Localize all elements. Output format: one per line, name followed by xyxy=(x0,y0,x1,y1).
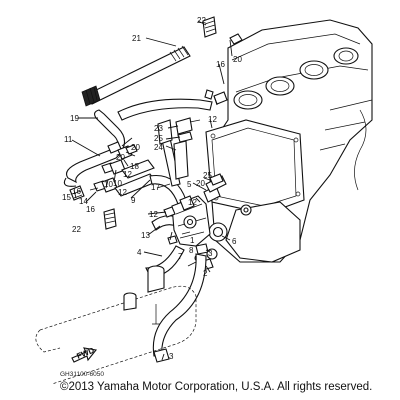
fwd-label: FWD xyxy=(75,346,95,361)
callout-9: 9 xyxy=(131,196,136,205)
callout-25-upper: 25 xyxy=(154,134,163,143)
part-25-clip-upper xyxy=(177,131,193,143)
copyright-notice: ©2013 Yamaha Motor Corporation, U.S.A. A… xyxy=(60,381,373,393)
fwd-arrow-icon: FWD xyxy=(71,346,98,363)
part-19-hose xyxy=(65,109,126,184)
callout-22-upper: 22 xyxy=(197,16,206,25)
callout-5: 5 xyxy=(187,180,192,189)
callout-17: 17 xyxy=(151,183,160,192)
engine-block xyxy=(204,19,373,263)
part-22-clamp-lower xyxy=(103,208,117,230)
part-23-fitting xyxy=(175,117,201,135)
callouts: 1 2 3 3 4 5 6 7 8 9 10 10 11 12 12 12 12… xyxy=(62,16,242,361)
callout-24: 24 xyxy=(154,143,163,152)
callout-20-left-upper: 20 xyxy=(116,153,125,162)
callout-7: 7 xyxy=(178,252,183,261)
callout-1: 1 xyxy=(190,236,195,245)
callout-16-hose: 16 xyxy=(72,187,81,196)
part-24-hose xyxy=(173,140,189,180)
callout-21: 21 xyxy=(132,34,141,43)
part-21-corrugated-hose xyxy=(81,45,191,107)
callout-3-upper: 3 xyxy=(208,249,213,258)
callout-20-engine: 20 xyxy=(233,55,242,64)
callout-12-left: 12 xyxy=(123,170,132,179)
cooling-hose-upper xyxy=(117,98,213,121)
callout-22-lower: 22 xyxy=(72,225,81,234)
callout-25-lower: 25 xyxy=(203,171,212,180)
callout-12-engine: 12 xyxy=(208,115,217,124)
callout-12-mid: 12 xyxy=(118,188,127,197)
drawing-code: GH31100-6050 xyxy=(60,371,104,378)
callout-4: 4 xyxy=(137,248,142,257)
callout-20-left: 20 xyxy=(131,143,140,152)
callout-19: 19 xyxy=(70,114,79,123)
part-3-clip-lower xyxy=(153,348,170,363)
callout-2: 2 xyxy=(203,269,208,278)
callout-10-right: 10 xyxy=(113,179,122,188)
callout-13: 13 xyxy=(141,231,150,240)
callout-16-left: 16 xyxy=(86,205,95,214)
callout-16-engine: 16 xyxy=(216,60,225,69)
leader-lines xyxy=(71,20,233,361)
fuel-tank-phantom xyxy=(35,265,197,385)
part-22-clamp-upper xyxy=(202,16,217,38)
callout-14: 14 xyxy=(79,197,88,206)
callout-10-left: 10 xyxy=(104,180,113,189)
left-fittings xyxy=(63,141,157,201)
callout-6: 6 xyxy=(232,237,237,246)
callout-8: 8 xyxy=(189,246,194,255)
callout-23: 23 xyxy=(154,124,163,133)
callout-3-lower: 3 xyxy=(169,352,174,361)
callout-15: 15 xyxy=(62,193,71,202)
callout-12-valve: 12 xyxy=(149,210,158,219)
part-5-valve-assembly xyxy=(171,175,227,255)
part-25-clip-lower xyxy=(209,173,224,186)
callout-20-valve: 20 xyxy=(196,179,205,188)
callout-12-right: 12 xyxy=(188,198,197,207)
callout-18: 18 xyxy=(130,162,139,171)
callout-11: 11 xyxy=(64,135,73,144)
